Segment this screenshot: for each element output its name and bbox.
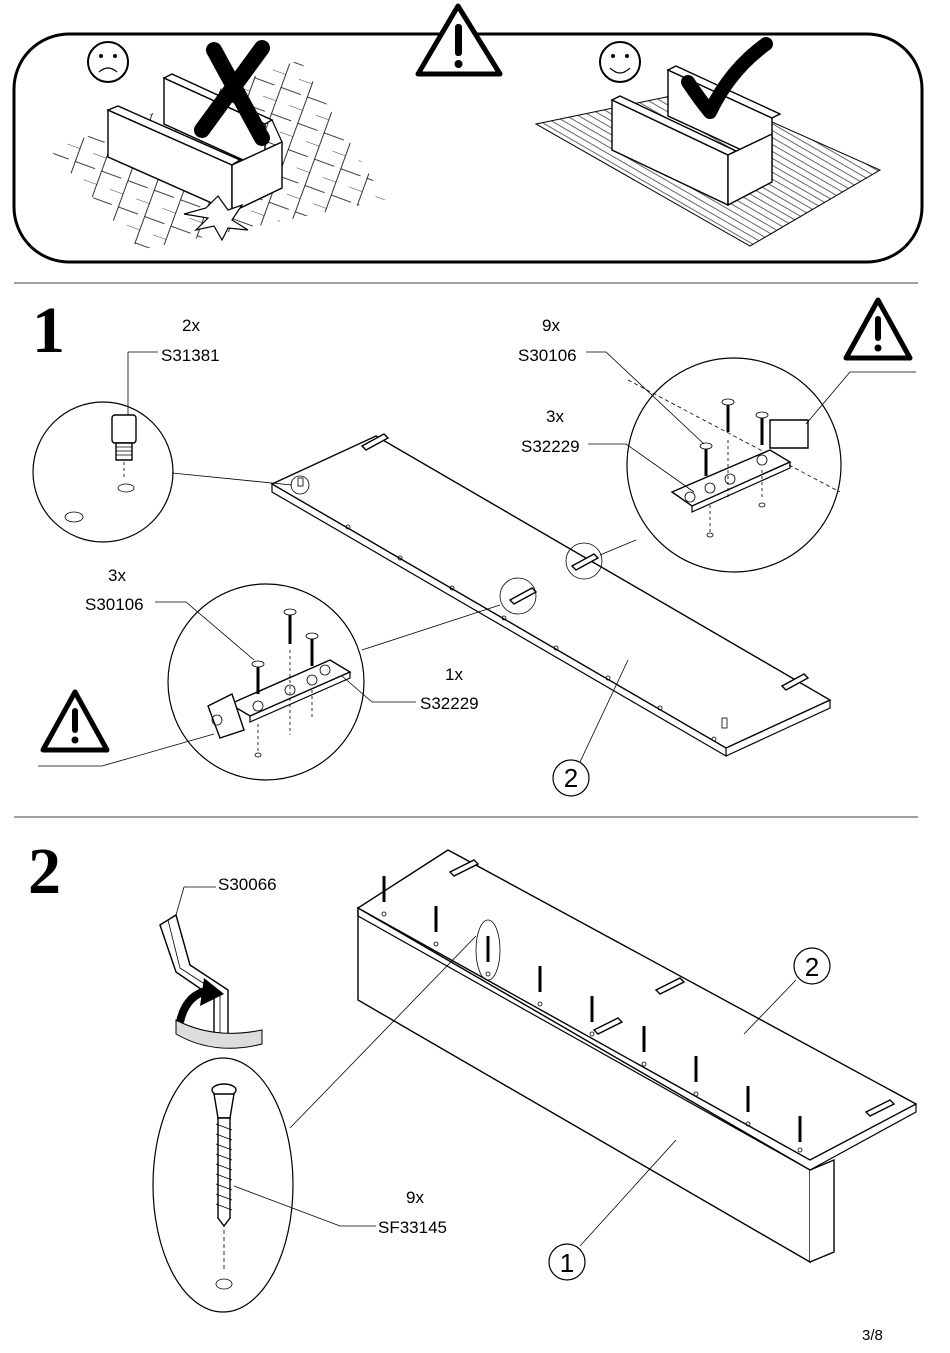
left-hinge-code: S32229 [420, 694, 479, 713]
left-screw-qty: 3x [108, 566, 126, 585]
board-part-2 [270, 433, 832, 758]
warning-triangle-icon [415, 3, 503, 77]
left-hinge-callout: 3x S30106 1x S32229 [38, 566, 501, 781]
step2-section: 2 [28, 835, 918, 1313]
foot-detail-callout: 2x S31381 [32, 316, 293, 543]
right-hinge-code: S32229 [521, 437, 580, 456]
step-number: 1 [32, 294, 65, 367]
screw-code-label: SF33145 [378, 1218, 447, 1237]
cross-mark-icon [194, 40, 270, 146]
step1-section: 1 [32, 294, 916, 797]
good-floor-scene [534, 37, 882, 247]
part-number-text: 2 [805, 952, 819, 982]
part-number-badge: 2 [743, 947, 831, 1035]
part-number-badge: 2 [552, 659, 629, 797]
hex-key-tool: S30066 [159, 875, 277, 1049]
check-mark-icon [681, 37, 773, 119]
page-number: 3/8 [862, 1327, 883, 1344]
part-number-badge: 1 [548, 1139, 677, 1281]
warning-panel [12, 3, 924, 264]
foot-qty-label: 2x [182, 316, 200, 335]
tool-code-label: S30066 [218, 875, 277, 894]
foot-code-label: S31381 [161, 346, 220, 365]
screw-qty-label: 9x [406, 1188, 424, 1207]
part-number-text: 2 [564, 763, 578, 793]
warning-triangle-icon [40, 689, 110, 753]
screw-detail-callout: 9x SF33145 [152, 935, 477, 1313]
step-number: 2 [28, 835, 61, 908]
left-screw-code: S30106 [85, 595, 144, 614]
right-screw-qty: 9x [542, 316, 560, 335]
warning-triangle-icon [843, 297, 913, 361]
smiley-face-icon [599, 41, 641, 83]
left-hinge-qty: 1x [445, 665, 463, 684]
part-number-text: 1 [560, 1248, 574, 1278]
bad-floor-scene [50, 40, 385, 250]
right-hinge-callout: 9x S30106 3x S32229 [518, 297, 916, 573]
right-hinge-qty: 3x [546, 407, 564, 426]
assembly-part-1-2 [356, 849, 918, 1264]
sad-face-icon [87, 41, 129, 83]
right-screw-code: S30106 [518, 346, 577, 365]
